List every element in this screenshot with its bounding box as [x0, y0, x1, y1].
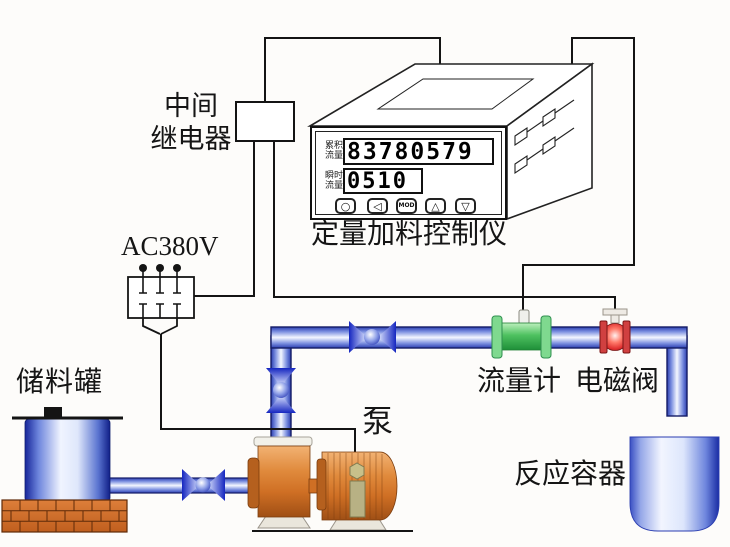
pump-base: [257, 515, 311, 529]
power-label: AC380V: [121, 231, 219, 261]
controller-caption: 定量加料控制仪: [311, 219, 508, 250]
instrument-button-up: △: [425, 198, 446, 214]
instrument-button-mod: MOD: [396, 198, 417, 214]
instrument-button-circle: ○: [335, 198, 356, 214]
line-valve: [349, 321, 396, 353]
controller-top-cutout: [376, 78, 535, 110]
wire-power-to-motor: [160, 334, 356, 454]
brick-base: [1, 499, 128, 533]
suction-valve: [182, 469, 225, 501]
controller-front-panel: 累积 流量 83780579 瞬时 流量 0510 ○ ◁ MOD △ ▽: [310, 126, 507, 220]
discharge-valve: [266, 368, 296, 413]
reaction-vessel: [629, 436, 720, 532]
solenoid-valve: [599, 308, 631, 354]
flowmeter: [491, 309, 552, 359]
motor: [316, 451, 398, 531]
relay-label: 中间 继电器: [146, 90, 236, 156]
storage-tank: [12, 407, 123, 503]
solenoid-actuator: [602, 308, 628, 316]
pump-flange: [253, 436, 313, 447]
power-terminal-dot: [173, 264, 181, 272]
instrument-button-row: ○ ◁ MOD △ ▽: [312, 198, 505, 216]
pump-end-cap: [247, 457, 260, 509]
flowmeter-sensor: [518, 309, 530, 325]
motor-end-cap: [316, 458, 327, 511]
total-flow-display: 83780579: [343, 138, 494, 165]
panel-inner-frame: [315, 131, 502, 215]
power-terminal-dot: [156, 264, 164, 272]
pump-body: [257, 445, 311, 518]
vessel-label: 反应容器: [514, 459, 627, 490]
wire-relay-to-solenoid: [273, 141, 616, 311]
total-flow-label: 累积 流量: [324, 140, 343, 160]
instant-flow-label: 瞬时 流量: [324, 170, 343, 190]
flowmeter-label: 流量计: [477, 366, 562, 397]
pump: [247, 436, 323, 529]
tank-label: 储料罐: [16, 367, 104, 398]
motor-nameplate: [349, 480, 366, 518]
relay-label-line2: 继电器: [150, 124, 232, 154]
pump-label: 泵: [362, 404, 393, 439]
controller-terminals: [514, 99, 575, 175]
wire-relay-to-controller: [264, 37, 441, 102]
tank-suction-pipe: [105, 477, 255, 494]
tank-cap: [44, 407, 62, 418]
instant-flow-display: 0510: [343, 168, 423, 194]
relay-label-line1: 中间: [164, 91, 218, 121]
power-switch: [127, 264, 195, 335]
wire-relay-to-power: [194, 141, 255, 297]
wiring: [160, 37, 635, 454]
instrument-button-down: ▽: [455, 198, 476, 214]
power-terminal-dot: [139, 264, 147, 272]
motor-base: [329, 518, 387, 531]
instrument-button-left: ◁: [367, 198, 388, 214]
motor-terminal-box: [349, 462, 365, 480]
solenoid-valve-label: 电磁阀: [575, 366, 660, 397]
relay-box: [235, 101, 295, 142]
wire-flowmeter-to-controller: [522, 37, 635, 313]
